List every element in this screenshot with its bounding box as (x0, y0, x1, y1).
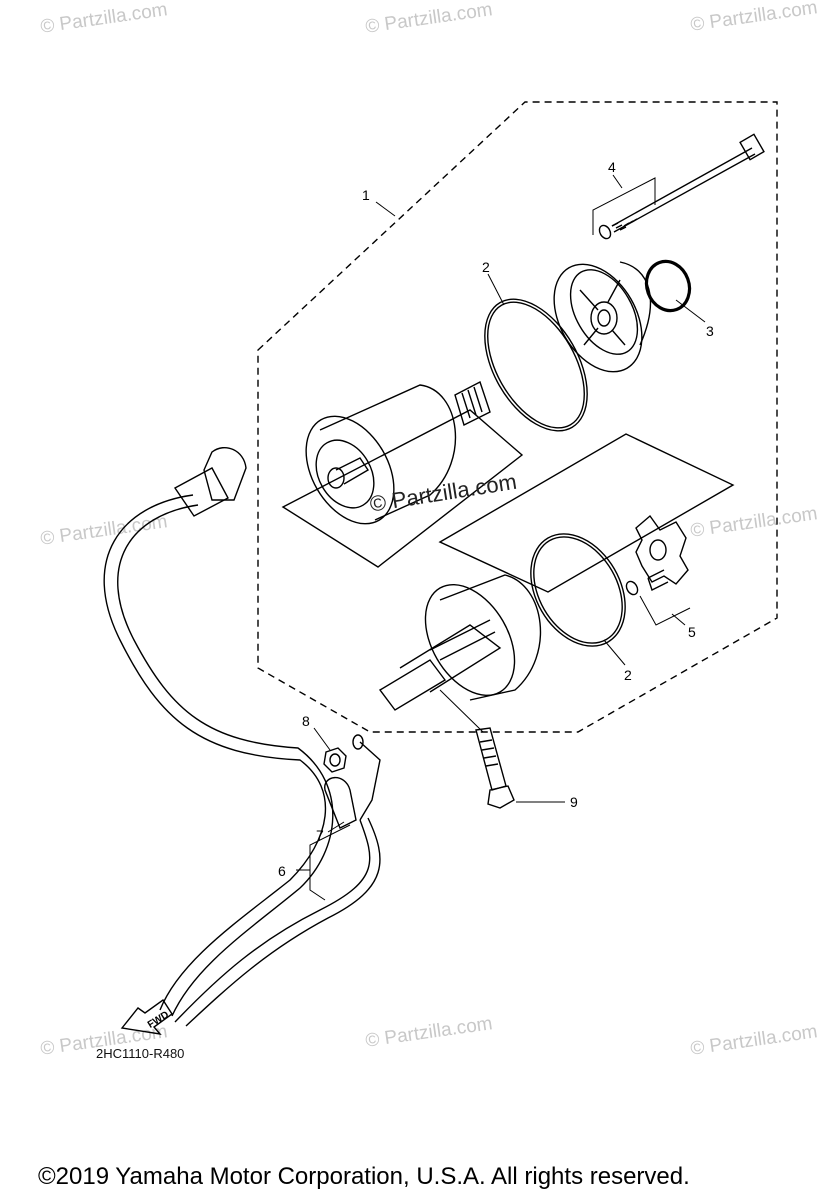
diagram-code: 2HC1110-R480 (96, 1046, 185, 1061)
o-ring-upper (484, 298, 588, 432)
nut (323, 747, 347, 773)
copyright-notice: ©2019 Yamaha Motor Corporation, U.S.A. A… (38, 1163, 690, 1190)
washer (352, 734, 364, 750)
callout-4: 4 (608, 159, 616, 175)
callout-2-lower: 2 (624, 667, 632, 683)
fwd-arrow (120, 998, 173, 1035)
assembly-boundary (257, 101, 778, 733)
callout-8: 8 (302, 713, 310, 729)
rear-housing (378, 574, 542, 711)
callout-2-upper: 2 (482, 259, 490, 275)
armature-plate (281, 409, 524, 568)
o-ring-lower (530, 533, 626, 647)
starter-cable (103, 447, 381, 1027)
brush-set (625, 514, 689, 596)
callout-6: 6 (278, 863, 286, 879)
mounting-bolt (439, 689, 515, 809)
callout-7: 7 (316, 827, 324, 843)
callout-5: 5 (688, 624, 696, 640)
o-ring-small (644, 259, 692, 313)
callout-1: 1 (362, 187, 370, 203)
brush-plate (438, 433, 735, 593)
yoke (305, 381, 491, 525)
front-cover (553, 261, 652, 373)
fwd-label: FWD (146, 1009, 171, 1030)
callout-3: 3 (706, 323, 714, 339)
callout-9: 9 (570, 794, 578, 810)
through-bolt (598, 133, 765, 240)
